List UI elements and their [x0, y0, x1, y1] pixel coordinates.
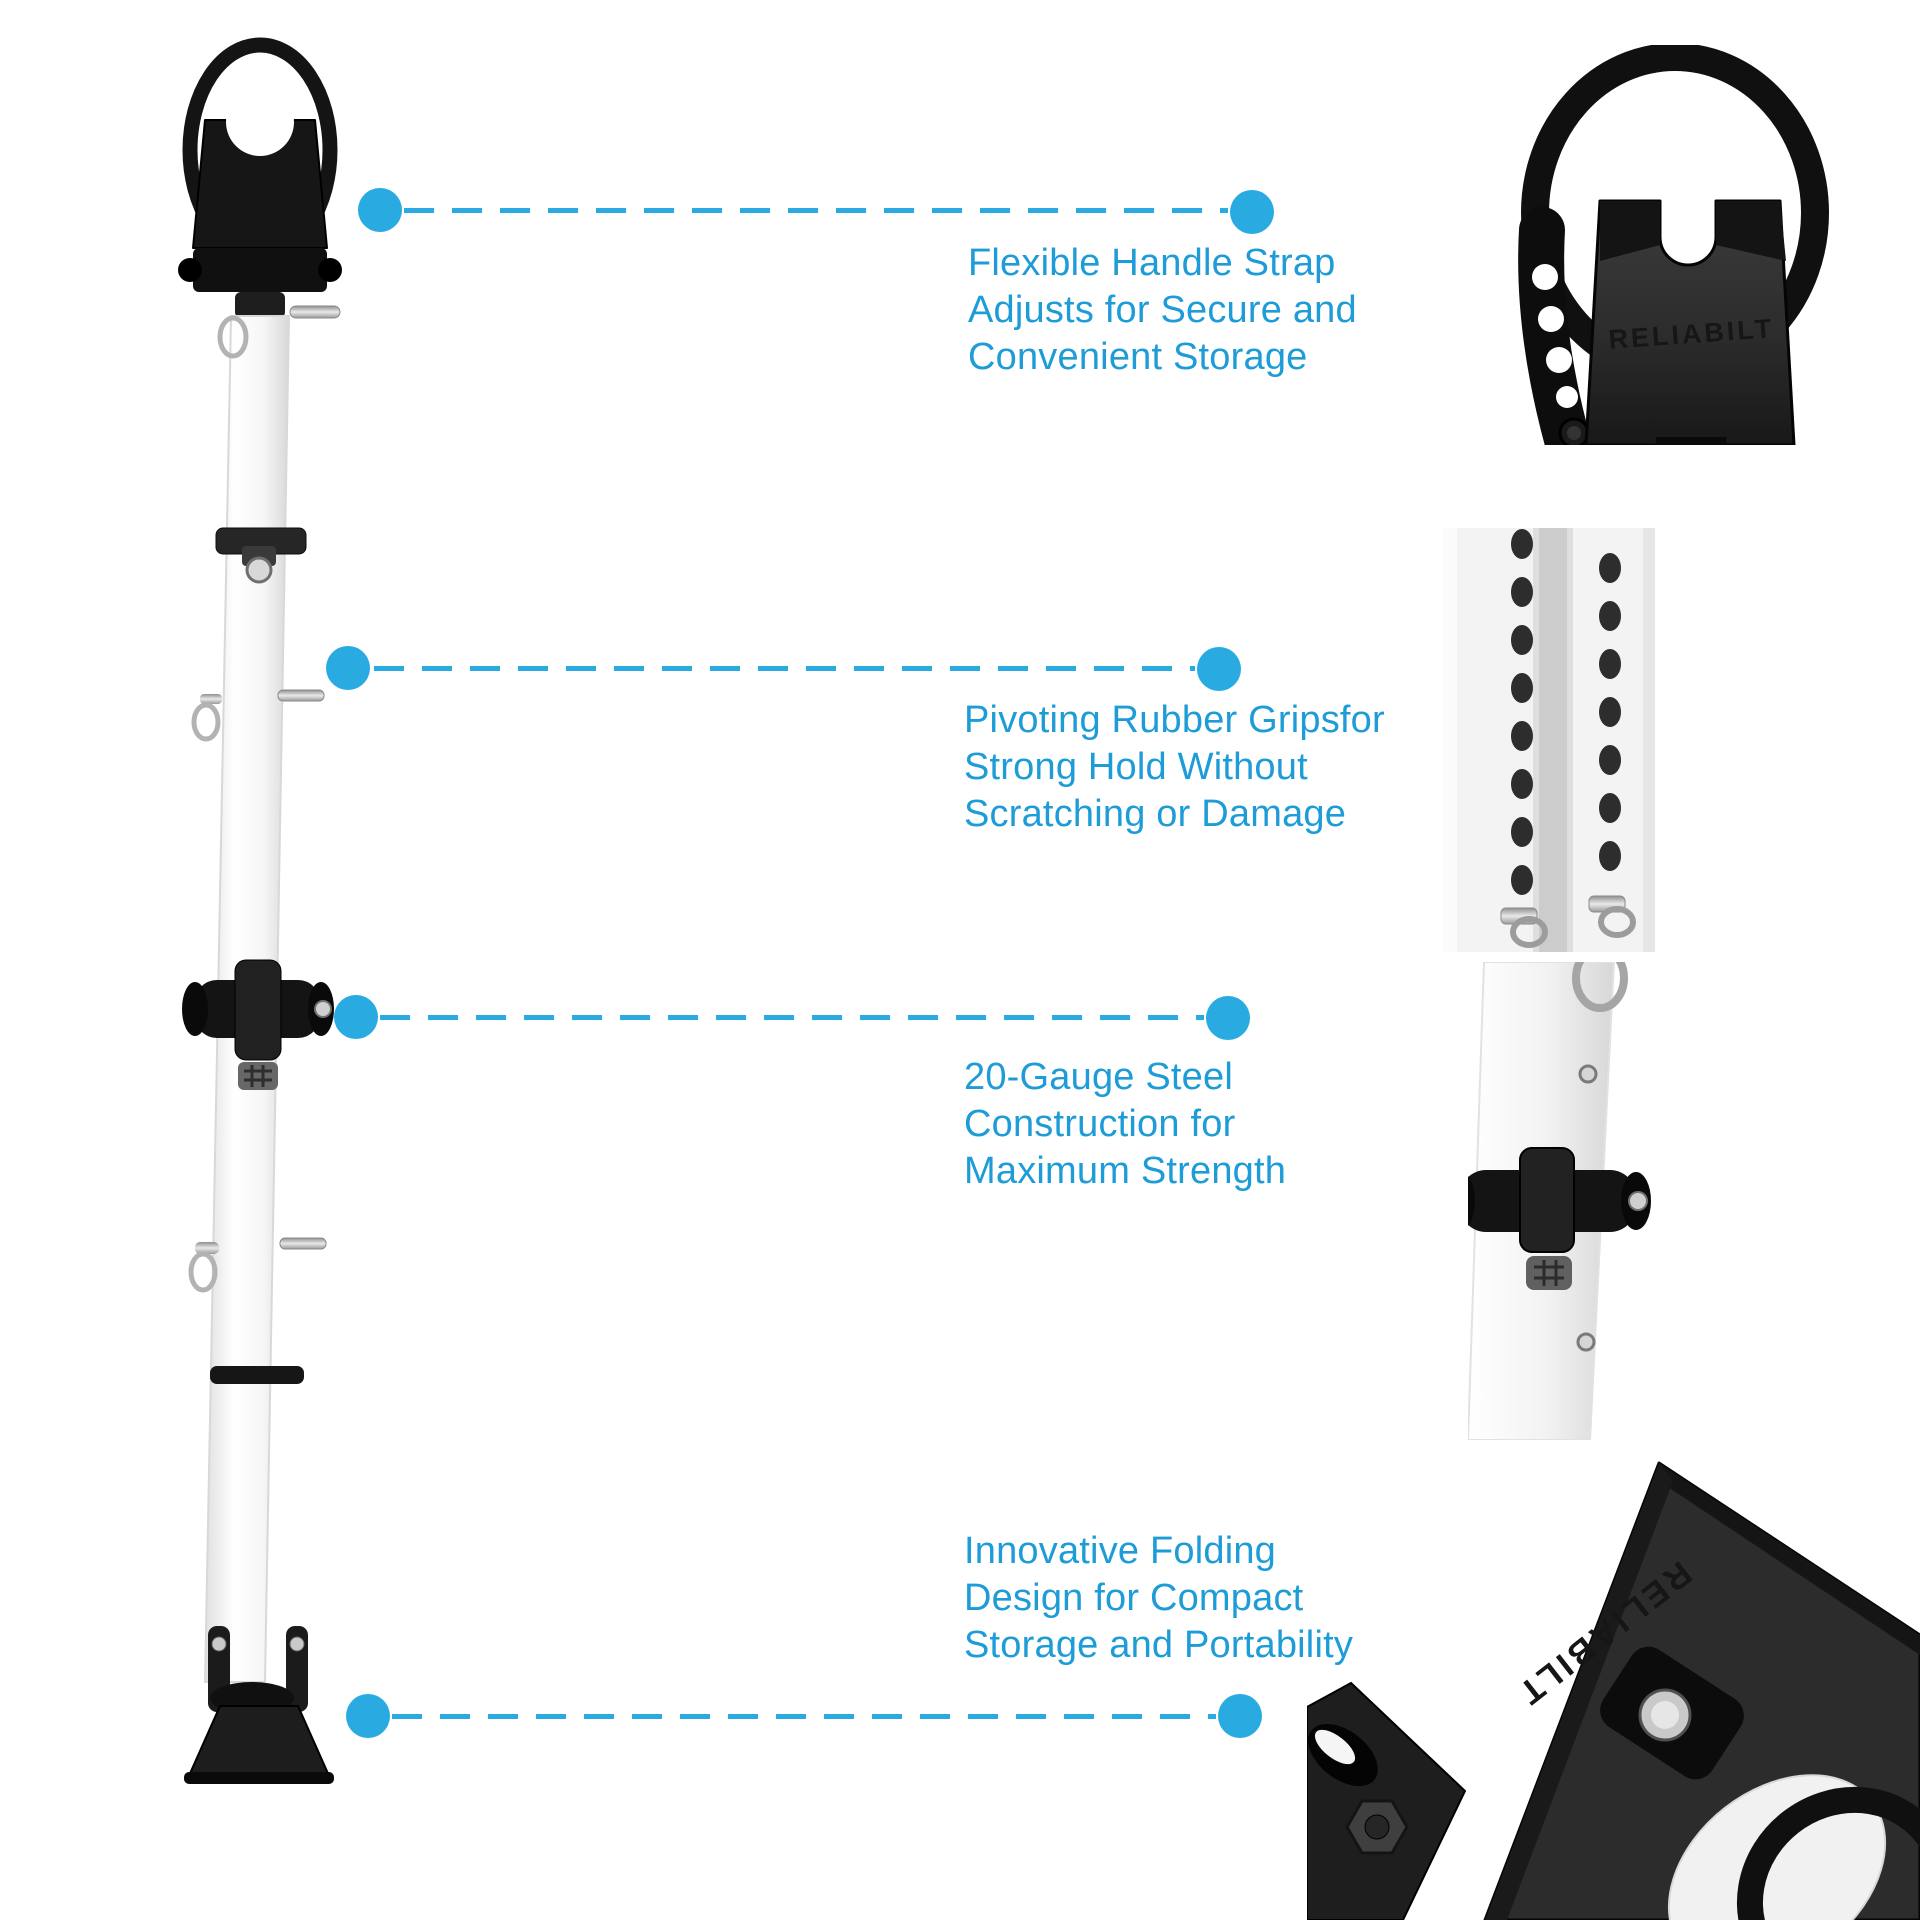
security-bar-product-photo: [178, 37, 342, 1784]
detail-photo-pivot-clamp: [1468, 962, 1651, 1440]
callout-leader-line: [404, 208, 1228, 213]
callout-dot-right: [1230, 190, 1274, 234]
lower-band: [210, 1366, 304, 1384]
callout-line: Flexible Handle Strap: [968, 242, 1336, 284]
callout-line: 20-Gauge Steel: [964, 1056, 1233, 1098]
detail-photo-folding-foot: RELIABILT: [1307, 1461, 1920, 1920]
callout-text-rubber-grips: Pivoting Rubber Gripsfor Strong Hold Wit…: [964, 697, 1385, 838]
pole-halves-closeup: [1443, 528, 1655, 952]
callout-line: Strong Hold Without: [964, 746, 1308, 788]
handle-head-closeup: RELIABILT: [1584, 199, 1796, 445]
callout-dot-left: [346, 1694, 390, 1738]
pull-pins-closeup: [1500, 895, 1636, 948]
adjustment-collar: [215, 527, 307, 584]
pivot-clamp: [182, 959, 334, 1090]
callout-text-handle-strap: Flexible Handle Strap Adjusts for Secure…: [968, 240, 1357, 381]
callout-leader-line: [380, 1015, 1204, 1020]
callout-leader-line: [392, 1714, 1216, 1719]
mid-pull-pin: [191, 689, 325, 742]
detail-photo-handle-strap: RELIABILT: [1518, 45, 1829, 445]
detail-photo-adjustment-holes: [1443, 528, 1655, 952]
callout-line: Maximum Strength: [964, 1150, 1287, 1192]
pole-end-closeup: [1667, 1774, 1920, 1920]
adjustment-holes-left-column: [1511, 529, 1533, 895]
top-locking-pin: [217, 305, 341, 359]
callout-line: Convenient Storage: [968, 336, 1308, 378]
callout-dot-left: [326, 646, 370, 690]
folding-foot: [184, 1626, 334, 1784]
callout-line: Design for Compact: [964, 1577, 1304, 1619]
callout-dot-left: [358, 188, 402, 232]
callout-leader-line: [374, 666, 1195, 671]
callout-dot-right: [1197, 647, 1241, 691]
callout-text-folding-design: Innovative Folding Design for Compact St…: [964, 1528, 1353, 1669]
callout-text-steel-construction: 20-Gauge Steel Construction for Maximum …: [964, 1054, 1286, 1195]
callout-dot-right: [1218, 1694, 1262, 1738]
callout-line: Scratching or Damage: [964, 793, 1347, 835]
pivot-clamp-closeup: [1468, 1147, 1651, 1290]
adjustment-holes-right-column: [1599, 553, 1621, 871]
hinge-arm-closeup: [1307, 1681, 1467, 1920]
handle-bracket: [178, 88, 342, 318]
callout-dot-right: [1206, 996, 1250, 1040]
callout-line: Innovative Folding: [964, 1530, 1277, 1572]
lower-pull-pin: [188, 1237, 327, 1293]
callout-line: Construction for: [964, 1103, 1236, 1145]
callout-line: Adjusts for Secure and: [968, 289, 1357, 331]
callout-line: Storage and Portability: [964, 1624, 1354, 1666]
callout-line: Pivoting Rubber Gripsfor: [964, 699, 1385, 741]
callout-dot-left: [334, 995, 378, 1039]
